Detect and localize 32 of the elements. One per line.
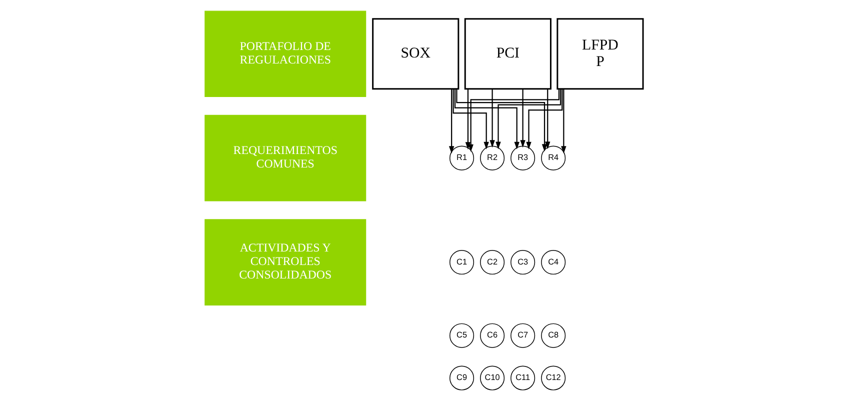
node-box: REQUERIMIENTOS COMUNES — [204, 114, 366, 202]
node-circle: C4 — [541, 250, 566, 275]
arrow — [490, 88, 495, 148]
node-box: SOX — [372, 18, 460, 90]
node-circle: C11 — [510, 366, 536, 390]
node-box: LFPD P — [556, 18, 644, 90]
arrow — [452, 88, 489, 150]
arrow — [465, 88, 471, 150]
node-circle: C10 — [480, 366, 505, 390]
node-circle: C9 — [450, 366, 474, 390]
node-box: PORTAFOLIO DE REGULACIONES — [204, 10, 366, 98]
arrow — [454, 88, 520, 150]
node-circle: C1 — [450, 250, 474, 275]
node-circle: C3 — [510, 250, 536, 275]
node-circle: C5 — [450, 323, 474, 348]
node-circle: C2 — [480, 250, 505, 275]
node-circle: C12 — [541, 366, 566, 390]
arrow — [520, 88, 526, 148]
node-box: ACTIVIDADES Y CONTROLES CONSOLIDADOS — [204, 219, 366, 306]
node-circle: R3 — [510, 146, 536, 170]
node-circle: C7 — [510, 323, 536, 348]
arrow — [545, 88, 550, 150]
node-circle: C8 — [541, 323, 566, 348]
arrow — [496, 89, 562, 150]
arrow — [526, 89, 563, 150]
node-box: PCI — [464, 18, 552, 90]
arrow — [468, 89, 560, 152]
arrow — [448, 88, 454, 154]
node-circle: C6 — [480, 323, 505, 348]
arrow — [561, 88, 566, 154]
node-circle: R2 — [480, 146, 505, 170]
arrow — [456, 89, 548, 152]
